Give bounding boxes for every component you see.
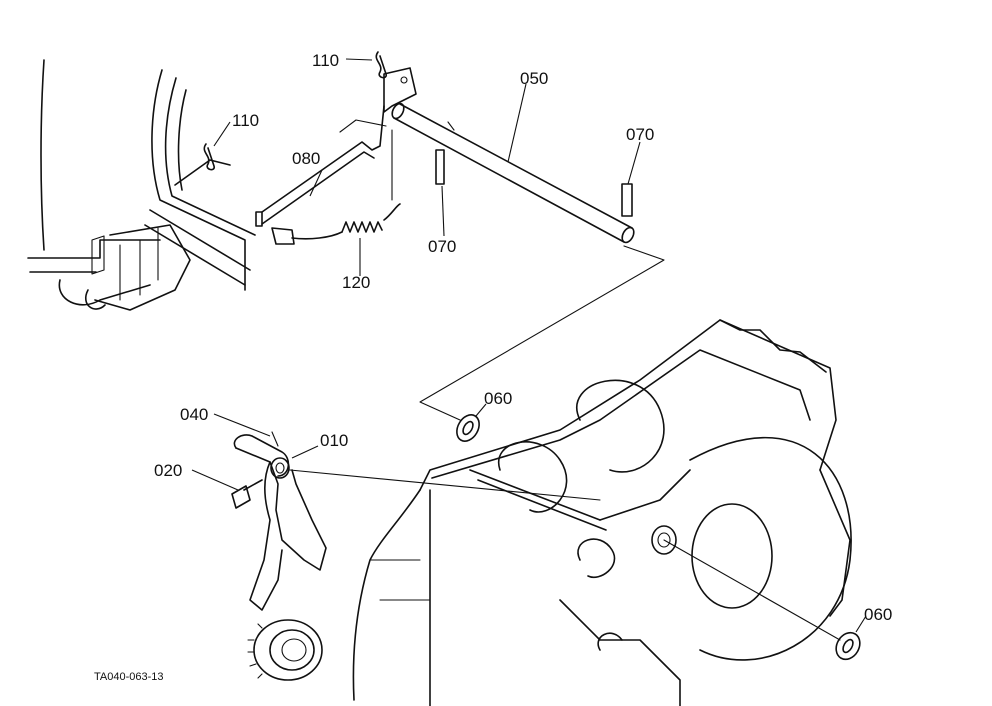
callout-leaders [191, 58, 867, 633]
callout-070-mid: 070 [428, 237, 456, 256]
shift-rod [255, 105, 385, 245]
drawing-code: TA040-063-13 [94, 671, 164, 683]
spring-pin-right [621, 183, 633, 217]
callout-050: 050 [520, 69, 548, 88]
transmission-case [352, 319, 852, 706]
callout-060-upper: 060 [484, 389, 512, 408]
callout-040: 040 [180, 405, 208, 424]
assembly-guide-lines [289, 119, 841, 641]
callout-060-lower: 060 [864, 605, 892, 624]
callout-010: 010 [320, 431, 348, 450]
spring-pin-mid [435, 149, 445, 185]
snap-pin-top [375, 51, 387, 79]
callout-120: 120 [342, 273, 370, 292]
fork-bolt [231, 479, 263, 509]
callout-110-top: 110 [312, 51, 339, 70]
shift-shaft [383, 67, 635, 244]
bushing-lower [835, 631, 861, 661]
callout-110-left: 110 [232, 111, 259, 130]
snap-pin-left [203, 143, 215, 171]
shift-collar [247, 619, 323, 681]
callout-020: 020 [154, 461, 182, 480]
return-spring [291, 129, 401, 240]
tractor-frame-outline [27, 59, 256, 311]
callout-070-right: 070 [626, 125, 654, 144]
callout-080: 080 [292, 149, 320, 168]
callout-labels: 110 110 050 070 080 070 120 060 040 010 … [94, 51, 892, 683]
bushing-upper [456, 414, 480, 442]
shift-fork [233, 431, 327, 611]
